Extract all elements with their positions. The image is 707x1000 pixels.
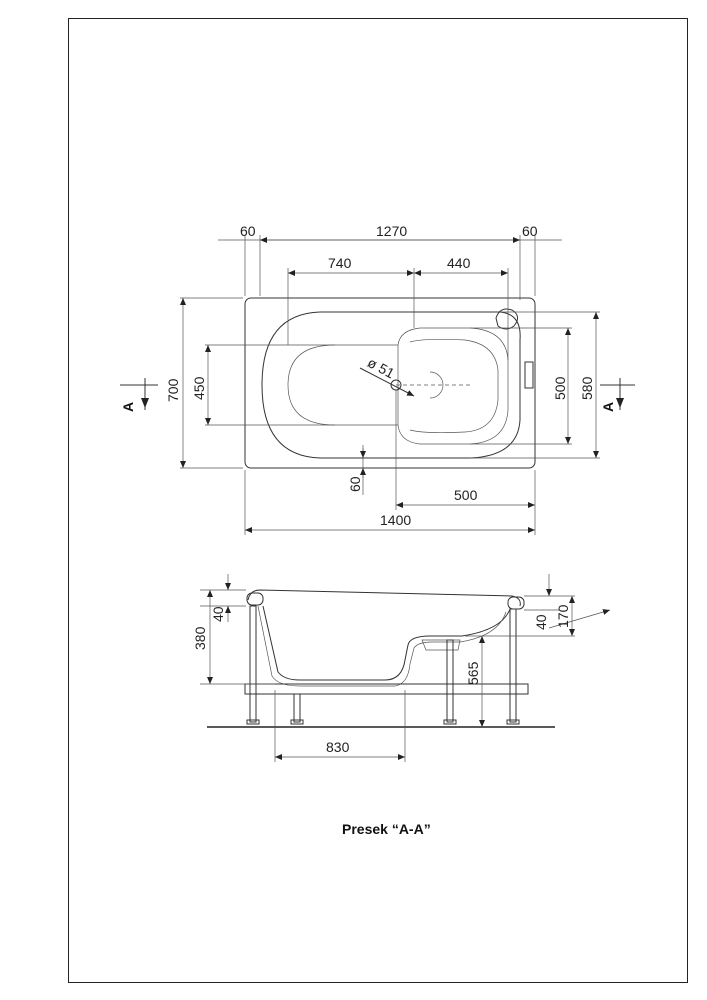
- rim-left-profile: [246, 592, 264, 606]
- dim-h-170: 170: [555, 604, 571, 628]
- tub-basin: [261, 311, 521, 459]
- tub-outline: [244, 297, 536, 469]
- overflow-outlet: [495, 308, 518, 330]
- support-legs: [246, 605, 520, 725]
- section-view: 40 380 40 170 565 830: [192, 574, 611, 762]
- dim-depth-450: 450: [191, 376, 207, 400]
- plan-view: ø 51 60 1270 60 740 440 700 450 500: [120, 223, 635, 535]
- base-frame: [244, 683, 529, 695]
- dim-depth-580: 580: [579, 376, 595, 400]
- dim-inner-length: 1270: [376, 223, 407, 239]
- drawing-frame: [68, 18, 688, 983]
- svg-text:A: A: [120, 402, 136, 412]
- dim-h-40-right: 40: [533, 614, 549, 630]
- drain-cover: [429, 371, 444, 399]
- seat-contour: [409, 338, 499, 434]
- dim-h-380: 380: [192, 626, 208, 650]
- dim-drain-diameter: ø 51: [365, 354, 397, 381]
- dim-seg-440: 440: [447, 255, 471, 271]
- dim-seg-740: 740: [328, 255, 352, 271]
- dim-depth-700: 700: [165, 378, 181, 402]
- dim-depth-500: 500: [552, 376, 568, 400]
- section-marker-right: A: [600, 378, 635, 412]
- section-marker-left: A: [120, 378, 158, 412]
- handle: [524, 361, 534, 389]
- svg-text:A: A: [600, 402, 616, 412]
- dim-offset-60: 60: [347, 476, 363, 492]
- seat-step: [397, 327, 509, 445]
- dim-rim-right: 60: [522, 223, 538, 239]
- dim-rim-left: 60: [240, 223, 256, 239]
- seat-section: [421, 639, 461, 651]
- dim-w-830: 830: [326, 739, 350, 755]
- dim-h-40-left: 40: [210, 606, 226, 622]
- section-caption: Presek “A-A”: [342, 821, 431, 837]
- tub-section: [262, 605, 511, 681]
- rim-right-profile: [507, 596, 525, 610]
- dim-offset-500: 500: [454, 487, 478, 503]
- dim-total-length: 1400: [380, 512, 411, 528]
- dim-h-565: 565: [465, 661, 481, 685]
- rim-top: [247, 589, 521, 607]
- tub-floor: [287, 344, 399, 426]
